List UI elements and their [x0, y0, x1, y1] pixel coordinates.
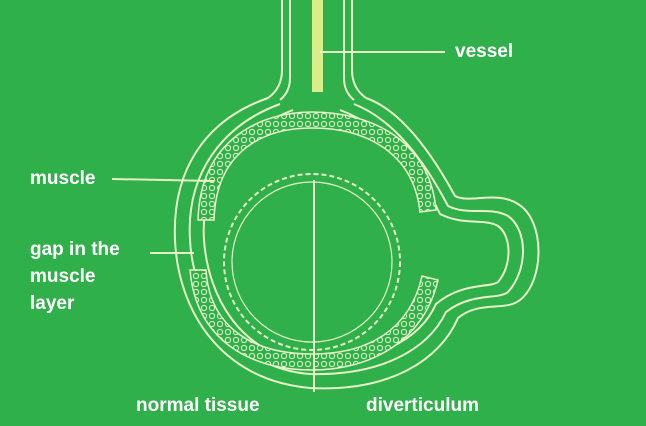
gap-label-line-1: gap in the — [30, 236, 120, 263]
normal-tissue-label: normal tissue — [136, 392, 260, 419]
gap-label-line-2: muscle — [30, 263, 120, 290]
diverticulum-label: diverticulum — [366, 392, 479, 419]
muscle-layer-upper — [198, 112, 436, 220]
muscle-label: muscle — [30, 165, 95, 192]
vessel-label: vessel — [455, 38, 513, 65]
vessel — [312, 0, 323, 92]
gap-in-muscle-layer-label: gap in the muscle layer — [30, 236, 120, 317]
gap-label-line-3: layer — [30, 290, 120, 317]
inner-lumen — [224, 174, 400, 350]
mucosa-ring — [232, 182, 392, 342]
